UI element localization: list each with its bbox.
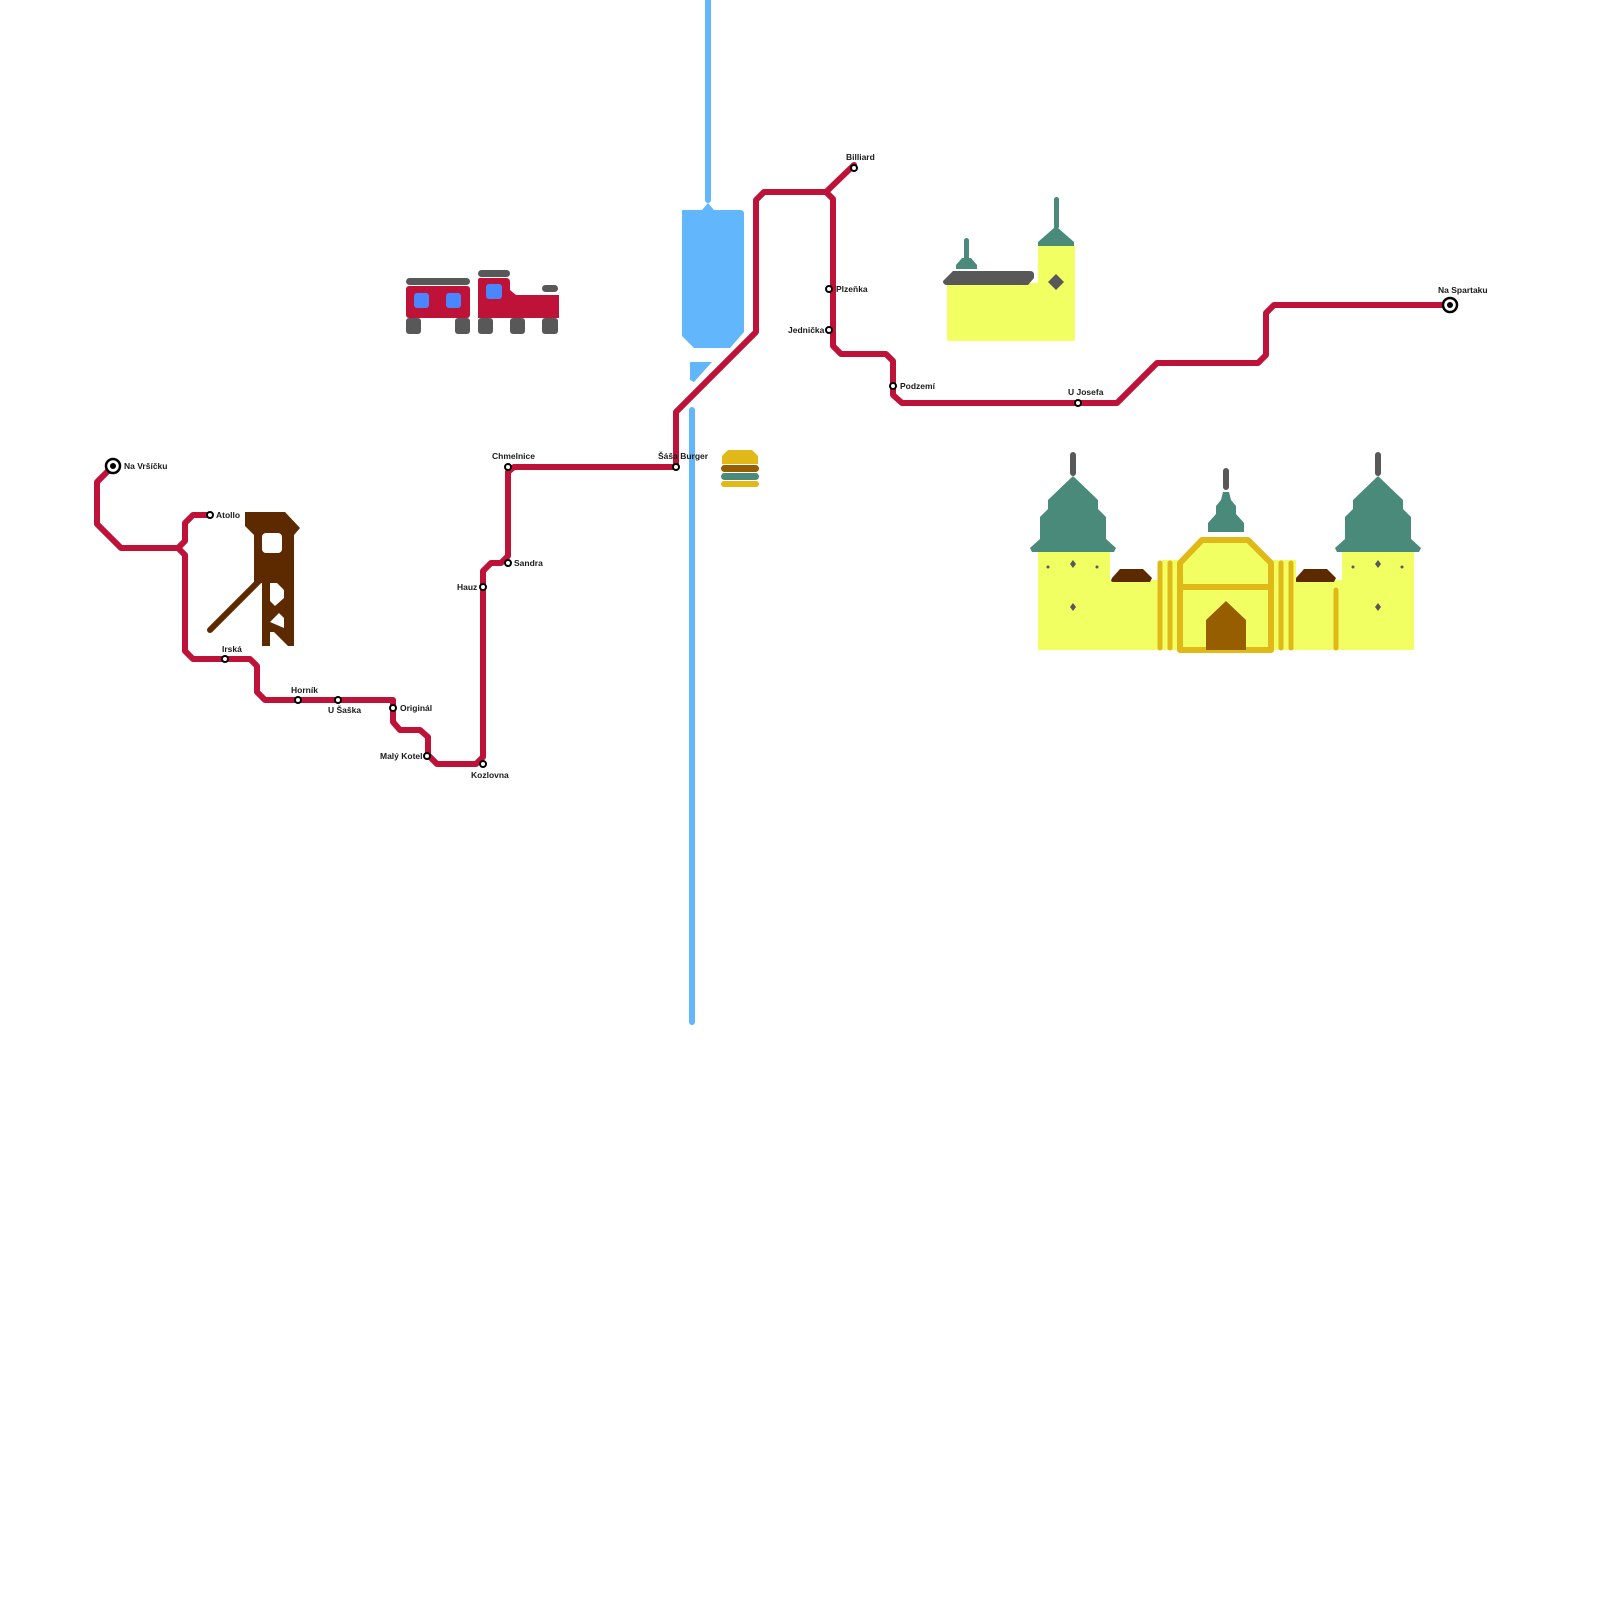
station-label: Malý Kotel — [380, 751, 423, 761]
station-jednicka[interactable]: Jednička — [788, 325, 833, 335]
station-label: Na Spartaku — [1438, 285, 1488, 295]
station-label: U Josefa — [1068, 387, 1104, 397]
station-sasa-burger[interactable]: Šáša Burger — [658, 450, 709, 471]
station-label: Kozlovna — [471, 770, 509, 780]
station-label: Chmelnice — [492, 451, 535, 461]
station-label: Hauz — [457, 582, 477, 592]
station-sandra[interactable]: Sandra — [504, 558, 543, 568]
station-label: Podzemí — [900, 381, 936, 391]
reservoir-icon — [682, 203, 744, 382]
station-hornik[interactable]: Horník — [291, 685, 318, 704]
station-label: Originál — [400, 703, 432, 713]
station-maly-kotel[interactable]: Malý Kotel — [380, 751, 431, 761]
church-icon — [943, 197, 1075, 341]
station-irska[interactable]: Irská — [221, 644, 242, 663]
red-line — [94, 162, 1453, 767]
station-label: Jednička — [788, 325, 825, 335]
castle-icon — [1030, 452, 1421, 653]
station-label: Šáša Burger — [658, 450, 709, 461]
station-podzemi[interactable]: Podzemí — [889, 381, 936, 391]
river — [689, 0, 711, 1025]
station-label: U Šaška — [328, 704, 361, 715]
station-hauz[interactable]: Hauz — [457, 582, 487, 592]
station-label: Irská — [222, 644, 242, 654]
station-u-josefa[interactable]: U Josefa — [1068, 387, 1104, 407]
station-u-saska[interactable]: U Šaška — [328, 696, 361, 715]
route-branch-atollo — [175, 512, 213, 551]
mine-tower-icon — [207, 512, 300, 646]
station-na-spartaku[interactable]: Na Spartaku — [1438, 285, 1488, 314]
station-original[interactable]: Originál — [389, 703, 432, 713]
station-kozlovna[interactable]: Kozlovna — [471, 760, 509, 780]
burger-icon — [721, 450, 759, 487]
station-label: Plzeňka — [836, 284, 868, 294]
train-icon — [406, 270, 559, 334]
station-label: Horník — [291, 685, 318, 695]
station-chmelnice[interactable]: Chmelnice — [492, 451, 535, 471]
station-label: Na Vršíčku — [124, 461, 167, 471]
station-atollo[interactable]: Atollo — [206, 510, 240, 520]
route-path — [94, 189, 1453, 767]
station-label: Atollo — [216, 510, 240, 520]
station-billiard[interactable]: Billiard — [846, 152, 875, 172]
station-label: Sandra — [514, 558, 543, 568]
route-branch-billiard — [823, 162, 857, 195]
station-label: Billiard — [846, 152, 875, 162]
stations: Na Vršíčku Atollo Irská Horník U Šaška O… — [104, 152, 1488, 780]
station-plzenka[interactable]: Plzeňka — [825, 284, 868, 294]
station-na-vrsicku[interactable]: Na Vršíčku — [104, 457, 167, 475]
